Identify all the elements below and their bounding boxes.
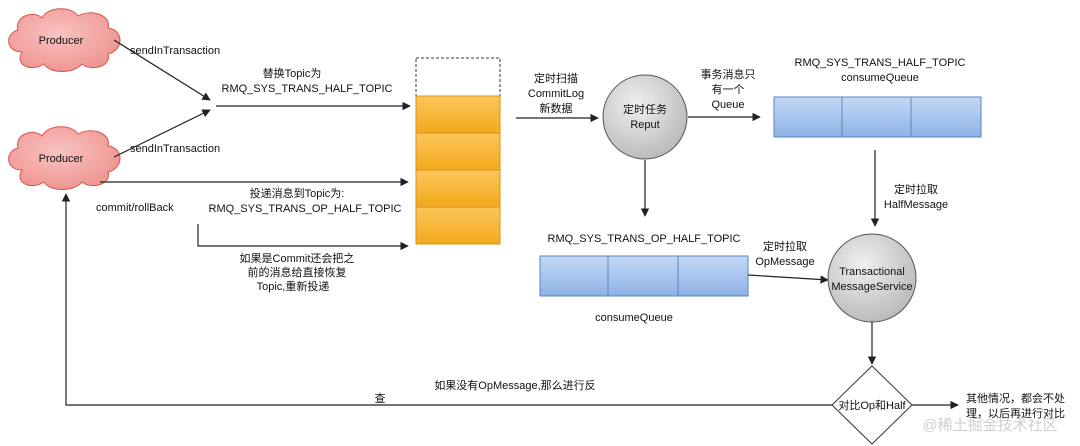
commitlog-block [415, 206, 501, 245]
decision-diamond [831, 365, 913, 445]
queue-cell [910, 96, 982, 138]
pull-op-arrow [747, 274, 829, 284]
op-queue-caption: consumeQueue [595, 312, 673, 324]
one-queue-label-2: 有一个 [712, 82, 745, 96]
compare-label: 对比Op和Half [838, 398, 906, 412]
op-consume-queue [539, 255, 749, 297]
commit-rollback-label: commit/rollBack [96, 202, 174, 214]
reput-label-1: 定时任务 [623, 102, 667, 116]
queue-cell [773, 96, 843, 138]
send-top-arrow [113, 39, 211, 101]
reput-label-2: Reput [630, 119, 659, 131]
producer-bottom-label: Producer [39, 153, 84, 165]
send-bottom-arrow [113, 109, 211, 158]
producer-top-node: Producer [8, 8, 121, 72]
replace-topic-label-1: 替换Topic为 [263, 66, 322, 80]
commit-restore-arrow [197, 224, 409, 251]
producer-bottom-node: Producer [8, 126, 121, 190]
other-cases-label-1: 其他情况，都会不处 [966, 392, 1065, 405]
scan-label-1: 定时扫描 [534, 71, 578, 85]
scan-label-2: CommitLog [528, 88, 584, 100]
queue-cell [677, 255, 749, 297]
deliver-op-label-1: 投递消息到Topic为: [250, 186, 345, 200]
half-queue-title-2: consumeQueue [841, 72, 919, 84]
reput-circle [602, 74, 688, 160]
back-check-arrow [61, 193, 832, 406]
op-queue-title: RMQ_SYS_TRANS_OP_HALF_TOPIC [548, 233, 741, 245]
one-queue-label-1: 事务消息只 [701, 67, 756, 81]
pull-half-label-1: 定时拉取 [894, 182, 938, 196]
compare-decision: 对比Op和Half [831, 365, 913, 445]
watermark: @稀土掘金技术社区 [922, 417, 1057, 434]
replace-topic-label-2: RMQ_SYS_TRANS_HALF_TOPIC [222, 83, 393, 95]
scan-label-3: 新数据 [540, 101, 573, 115]
commit-restore-label-2: 前的消息给直接恢复 [248, 265, 347, 279]
send-bottom-label: sendInTransaction [130, 143, 220, 155]
deliver-op-label-2: RMQ_SYS_TRANS_OP_HALF_TOPIC [209, 203, 402, 215]
one-queue-label-3: Queue [711, 99, 744, 111]
transactional-service-node: Transactional MessageService [827, 233, 917, 323]
half-consume-queue [773, 96, 982, 138]
send-top-label: sendInTransaction [130, 45, 220, 57]
commit-restore-label-3: Topic,重新投递 [257, 279, 330, 293]
producer-top-label: Producer [39, 35, 84, 47]
cloud-shape [8, 126, 121, 190]
queue-cell [607, 255, 679, 297]
commitlog-block [415, 95, 501, 134]
pull-half-label-2: HalfMessage [884, 199, 948, 211]
queue-cell [841, 96, 912, 138]
queue-cell [539, 255, 609, 297]
pull-op-label-2: OpMessage [755, 256, 814, 268]
pull-op-label-1: 定时拉取 [763, 239, 807, 253]
service-label-2: MessageService [831, 281, 912, 293]
commitlog-block [415, 132, 501, 171]
commitlog-empty-slot [415, 57, 501, 97]
service-circle [827, 233, 917, 323]
half-queue-title-1: RMQ_SYS_TRANS_HALF_TOPIC [795, 57, 966, 69]
other-cases-label-2: 理，以后再进行对比 [966, 406, 1065, 420]
reput-node: 定时任务 Reput [602, 74, 688, 160]
no-op-label-1: 如果没有OpMessage,那么进行反 [434, 378, 595, 392]
service-label-1: Transactional [839, 266, 905, 278]
commitlog-block [415, 169, 501, 208]
commit-restore-label-1: 如果是Commit还会把之 [240, 251, 355, 265]
commitlog-stack [415, 57, 501, 245]
no-op-label-2: 查 [375, 391, 386, 405]
cloud-shape [8, 8, 121, 72]
